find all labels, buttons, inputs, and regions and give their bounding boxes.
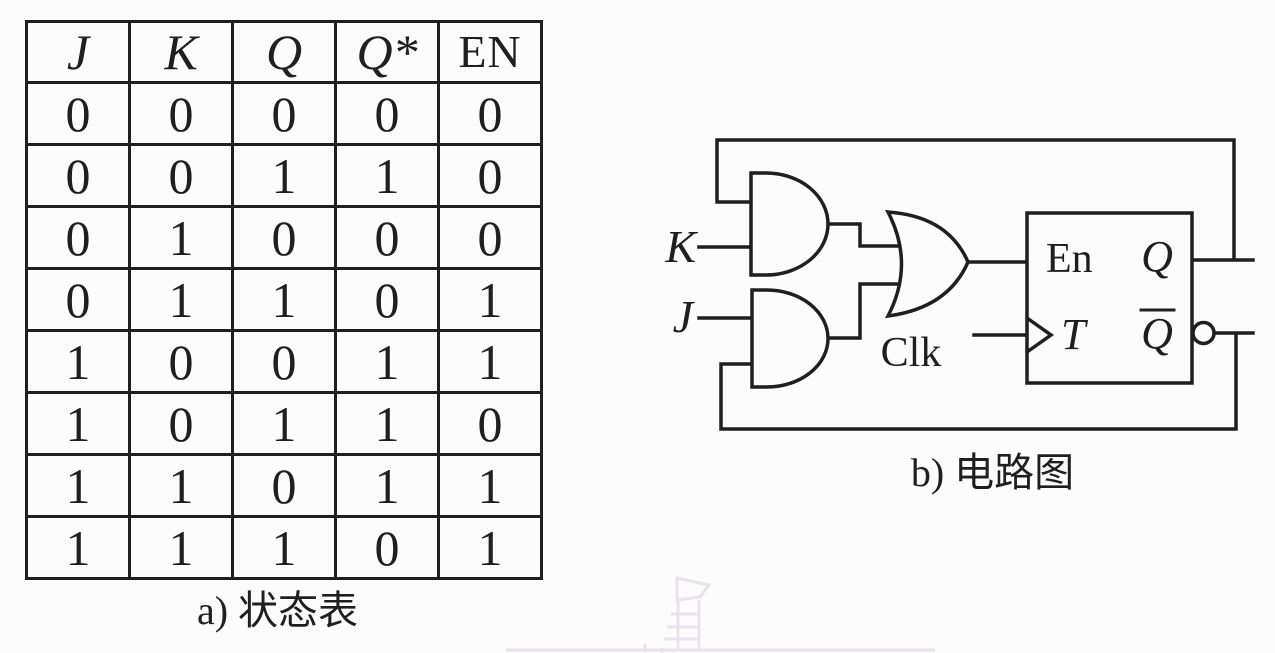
- table-cell: 0: [437, 81, 543, 146]
- watermark-emblem: [506, 576, 935, 653]
- and-gate-bottom: [750, 288, 830, 389]
- table-cell: 0: [231, 329, 337, 394]
- and-bottom-output-wire: [818, 282, 910, 340]
- input-j-label: J: [673, 291, 696, 342]
- clock-edge-triangle: [1025, 316, 1055, 354]
- table-cell: 0: [231, 205, 337, 270]
- table-cell: 0: [128, 329, 234, 394]
- table-cell: 1: [437, 453, 543, 518]
- table-cell: 0: [437, 205, 543, 270]
- col-header-q-next: Q*: [334, 20, 440, 84]
- table-cell: 1: [231, 515, 337, 580]
- col-header-en: EN: [437, 20, 543, 84]
- table-cell: 0: [231, 81, 337, 146]
- table-cell: 1: [128, 267, 234, 332]
- circuit-labels: K J Clk En T Q Q: [664, 221, 1173, 376]
- or-gate: [884, 210, 970, 319]
- table-cell: 0: [231, 453, 337, 518]
- table-cell: 1: [25, 515, 131, 580]
- feedback-qbar-bottom-wire: [719, 332, 1238, 431]
- table-cell: 0: [25, 267, 131, 332]
- flipflop-box: [1025, 211, 1194, 385]
- circuit-gates: [749, 171, 1216, 389]
- q-output-label: Q: [1141, 232, 1173, 281]
- table-header-row: J K Q Q* EN: [25, 20, 543, 84]
- input-k-label: K: [664, 221, 698, 272]
- table-cell: 0: [334, 205, 440, 270]
- table-cell: 1: [334, 453, 440, 518]
- table-cell: 0: [25, 81, 131, 146]
- col-header-k: K: [128, 20, 234, 84]
- table-cell: 0: [128, 391, 234, 456]
- and-top-output-wire: [818, 222, 910, 248]
- table-cell: 1: [231, 267, 337, 332]
- watermark-roof: [675, 576, 712, 602]
- table-cell: 1: [25, 453, 131, 518]
- table-cell: 1: [128, 453, 234, 518]
- table-cell: 1: [334, 143, 440, 208]
- table-cell: 1: [437, 515, 543, 580]
- table-cell: 1: [437, 267, 543, 332]
- table-cell: 1: [334, 329, 440, 394]
- and-gate-top: [749, 171, 830, 277]
- table-cell: 1: [25, 329, 131, 394]
- caption-state-table: a) 状态表: [196, 588, 359, 633]
- qbar-output-label: Q: [1141, 309, 1173, 358]
- table-cell: 0: [128, 81, 234, 146]
- table-cell: 1: [128, 205, 234, 270]
- table-cell: 1: [231, 391, 337, 456]
- table-cell: 1: [25, 391, 131, 456]
- inversion-bubble: [1191, 320, 1216, 346]
- table-cell: 1: [437, 329, 543, 394]
- caption-circuit: b) 电路图: [910, 450, 1075, 495]
- clock-label: Clk: [881, 330, 942, 376]
- col-header-j: J: [25, 20, 131, 84]
- toggle-label: T: [1061, 310, 1089, 359]
- table-cell: 1: [334, 391, 440, 456]
- table-cell: 0: [25, 143, 131, 208]
- feedback-q-top-wire: [715, 138, 1236, 261]
- table-cell: 0: [25, 205, 131, 270]
- circuit-wires: [697, 138, 1255, 431]
- table-cell: 0: [437, 391, 543, 456]
- table-cell: 0: [437, 143, 543, 208]
- table-cell: 0: [334, 515, 440, 580]
- table-cell: 0: [128, 143, 234, 208]
- table-cell: 1: [128, 515, 234, 580]
- enable-label: En: [1046, 236, 1093, 282]
- table-cell: 1: [231, 143, 337, 208]
- col-header-q: Q: [231, 20, 337, 84]
- table-cell: 0: [334, 267, 440, 332]
- table-cell: 0: [334, 81, 440, 146]
